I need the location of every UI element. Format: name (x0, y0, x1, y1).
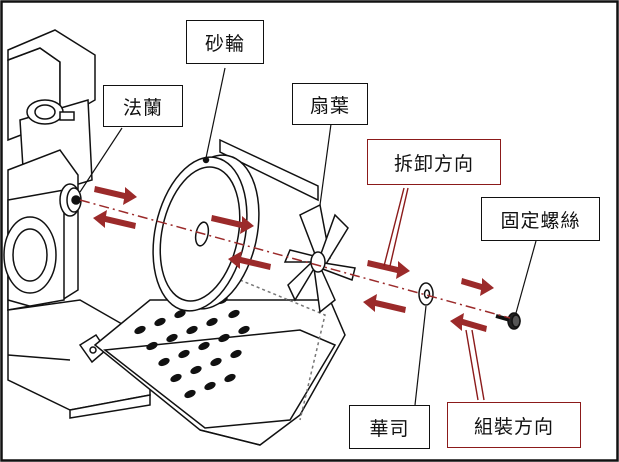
wheel-guard (93, 138, 346, 446)
arrow-right-icon (211, 215, 254, 234)
grinding-wheel-part (152, 154, 260, 312)
washer-part (418, 282, 434, 306)
fan-blade-part (283, 203, 356, 314)
washer-label: 華司 (349, 405, 430, 449)
arrow-right-icon (461, 278, 494, 296)
fan-blade-label: 扇葉 (292, 83, 368, 125)
assembly-arrows (93, 210, 487, 332)
spindle-flange (59, 183, 82, 217)
fixing-screw-part (495, 312, 521, 330)
grinder-machine-body (3, 29, 151, 419)
fixing-screw-label: 固定螺絲 (481, 197, 600, 241)
leader-lines (79, 67, 537, 406)
grinding-wheel-label: 砂輪 (186, 20, 264, 64)
arrow-left-icon (228, 251, 271, 270)
arrow-left-icon (363, 294, 406, 313)
arrow-left-icon (93, 210, 136, 229)
arrow-right-icon (94, 186, 137, 205)
flange-label: 法蘭 (103, 85, 183, 127)
guard-perforations (134, 295, 250, 399)
assembly-direction-label: 組裝方向 (447, 402, 581, 448)
red-leader-lines (383, 187, 485, 401)
disassembly-direction-label: 拆卸方向 (367, 139, 501, 185)
arrow-right-icon (367, 260, 410, 279)
assembly-axis-line (79, 199, 511, 319)
disassembly-arrows (94, 186, 494, 296)
arrow-left-icon (450, 313, 487, 332)
